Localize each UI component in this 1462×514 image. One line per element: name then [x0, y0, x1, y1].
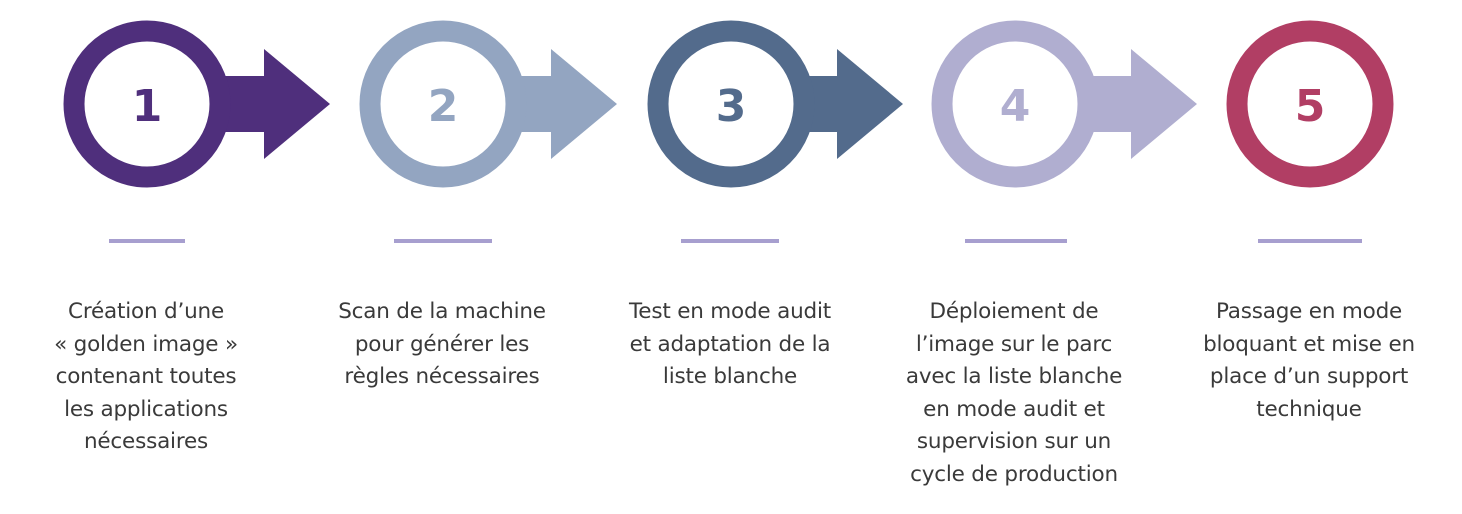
arrow-icon: [790, 49, 903, 159]
step-5: 5 Passage en mode bloquant et mise en pl…: [1203, 0, 1462, 514]
ring-icon: [63, 20, 231, 188]
step-description: Création d’une « golden image » contenan…: [54, 299, 238, 454]
step-number: 1: [132, 81, 163, 132]
step-description: Déploiement de l’image sur le parc avec …: [905, 299, 1123, 487]
step-number: 2: [428, 81, 459, 132]
step-1-icon: 1: [63, 20, 330, 188]
ring-icon: [1226, 20, 1394, 188]
step-1: 1 Création d’une « golden image » conten…: [54, 0, 346, 514]
step-5-icon: 5: [1226, 20, 1394, 188]
step-divider: [965, 239, 1067, 243]
step-description: Scan de la machine pour générer les règl…: [338, 299, 546, 389]
step-description: Test en mode audit et adaptation de la l…: [629, 299, 831, 389]
arrow-icon: [1074, 49, 1197, 159]
ring-icon: [647, 20, 815, 188]
step-4: 4 Déploiement de l’image sur le parc ave…: [906, 0, 1214, 514]
step-4-icon: 4: [931, 20, 1197, 188]
ring-icon: [931, 20, 1099, 188]
arrow-icon: [206, 49, 330, 159]
step-3: 3 Test en mode audit et adaptation de la…: [629, 0, 930, 514]
ring-icon: [359, 20, 527, 188]
step-number: 4: [1000, 81, 1031, 132]
step-3-icon: 3: [647, 20, 903, 188]
arrow-icon: [502, 49, 617, 159]
step-number: 5: [1295, 81, 1326, 132]
step-2-icon: 2: [359, 20, 617, 188]
step-description: Passage en mode bloquant et mise en plac…: [1203, 299, 1415, 422]
step-number: 3: [716, 81, 747, 132]
step-divider: [109, 239, 185, 243]
step-divider: [1258, 239, 1362, 243]
step-divider: [394, 239, 492, 243]
step-2: 2 Scan de la machine pour générer les rè…: [338, 0, 642, 514]
step-divider: [681, 239, 779, 243]
